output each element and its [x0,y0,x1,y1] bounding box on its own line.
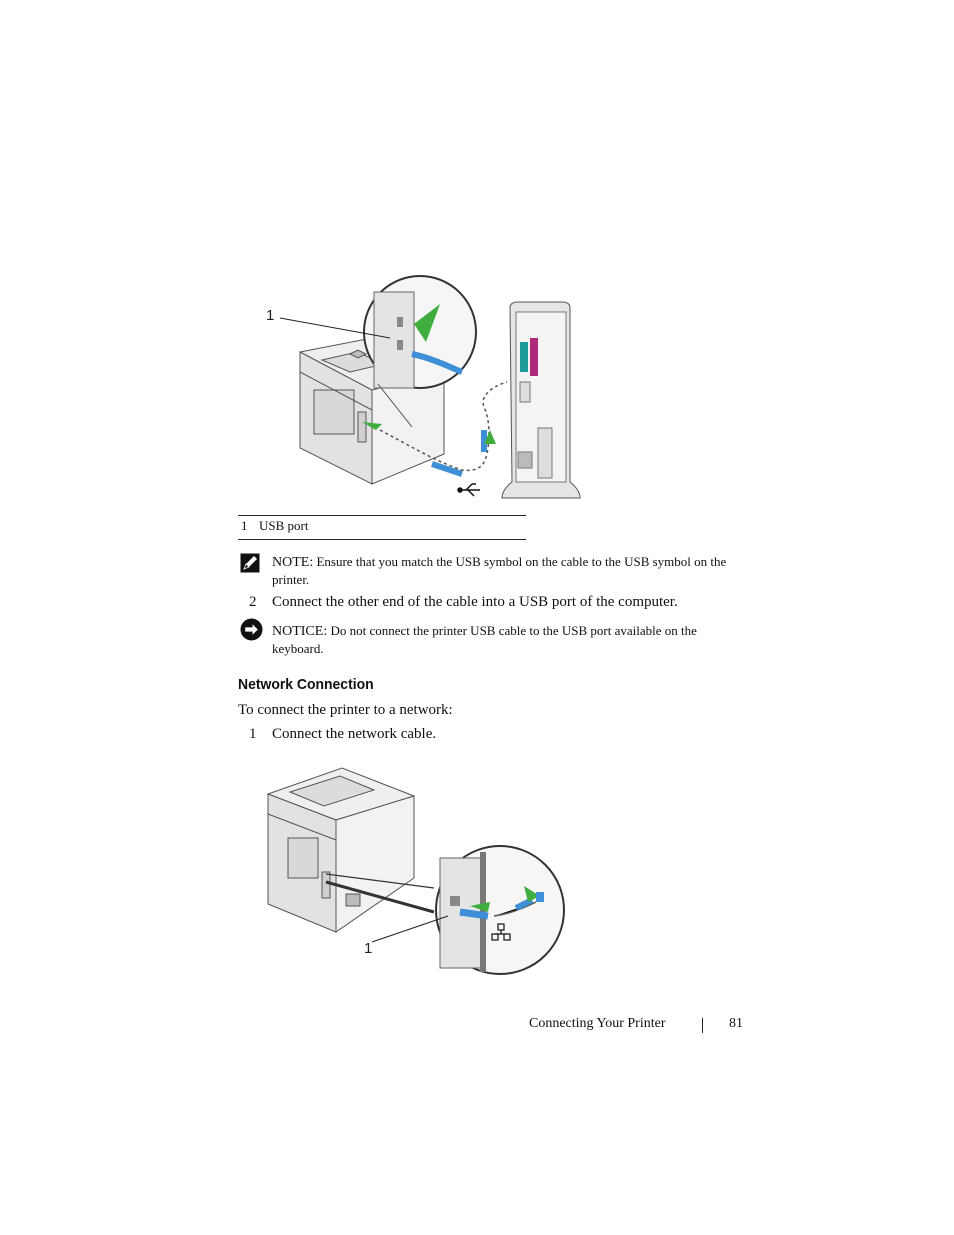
footer-separator [702,1018,703,1033]
network-connection-figure [266,767,565,975]
notice-block: NOTICE: Do not connect the printer USB c… [272,622,742,657]
footer-chapter-title: Connecting Your Printer [529,1016,666,1031]
notice-text: Do not connect the printer USB cable to … [272,623,697,656]
usb-symbol-icon [457,483,480,497]
notice-lead: NOTICE: [272,624,328,639]
caption-rule [238,515,526,516]
section-intro: To connect the printer to a network: [238,702,453,718]
pencil-note-icon [240,553,260,573]
figure1-callout: 1 [266,307,275,324]
caption-rule-bottom [238,539,526,540]
usb-connection-figure [279,275,581,499]
note-block: NOTE: Ensure that you match the USB symb… [272,553,742,588]
caption-label: USB port [259,518,309,533]
step-1-text: Connect the network cable. [272,726,437,742]
computer-tower-illustration [501,301,581,499]
step-1-number: 1 [249,726,257,742]
figure1-caption: 1 USB port [241,518,308,534]
step-2-number: 2 [249,594,257,610]
step-2-text: Connect the other end of the cable into … [272,594,678,610]
section-heading: Network Connection [238,676,374,693]
note-lead: NOTE: [272,555,314,570]
note-text: Ensure that you match the USB symbol on … [272,554,727,587]
notice-stop-icon [240,618,263,641]
usb-port-magnifier [363,275,477,428]
figure2-callout: 1 [364,940,373,957]
network-port-magnifier [435,845,565,975]
network-symbol-icon [491,923,511,941]
caption-number: 1 [241,518,248,533]
printer-illustration [266,767,416,933]
footer-page-number: 81 [729,1016,743,1031]
